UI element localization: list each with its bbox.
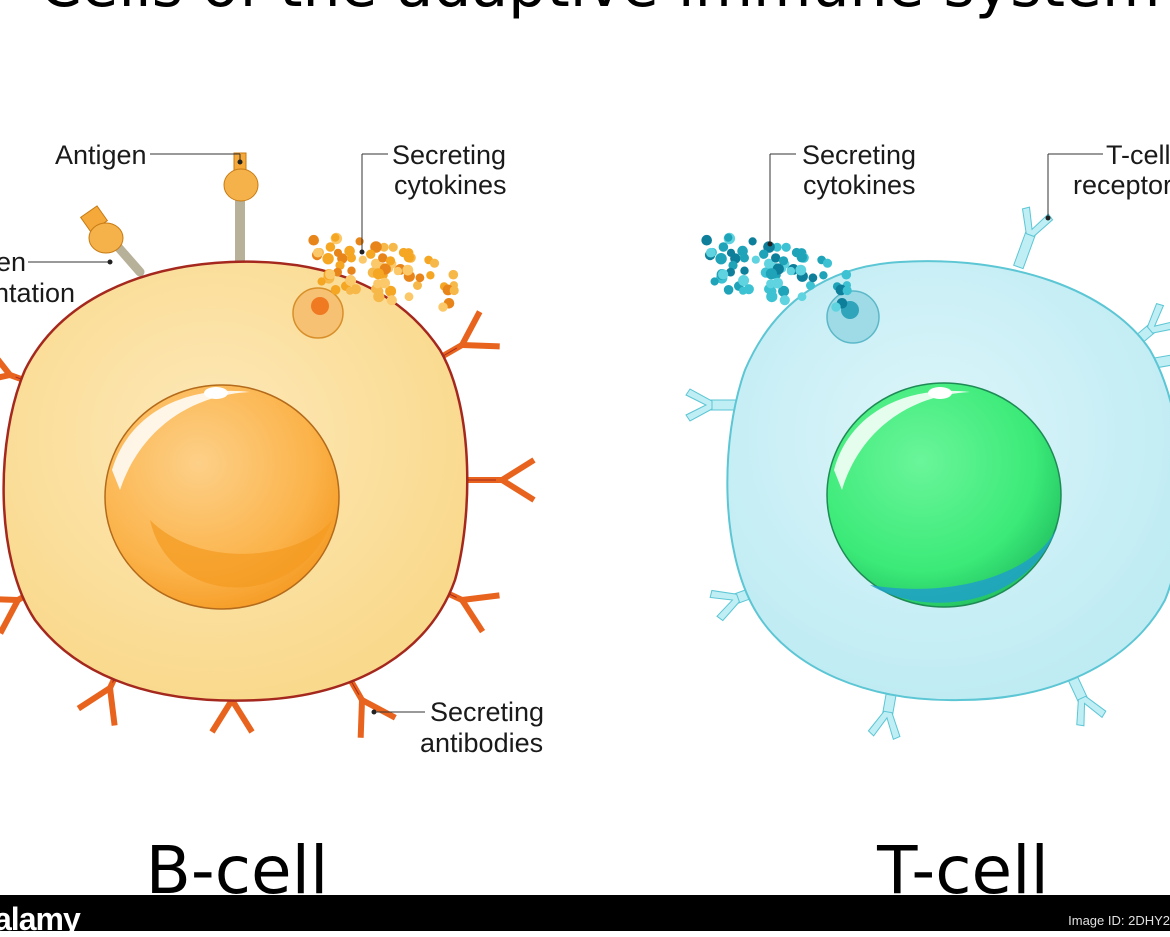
svg-text:cytokines: cytokines [803, 170, 916, 200]
svg-text:Secreting: Secreting [430, 697, 544, 727]
t-cell-receptor [1003, 205, 1054, 272]
svg-text:Secreting: Secreting [392, 140, 506, 170]
brand-logo: alamy [0, 903, 80, 935]
t-cell-label-receptor: T-cell receptor [1046, 140, 1170, 221]
t-cell: Secreting cytokines T-cell receptor T-ce… [686, 140, 1170, 909]
b-cell-label-antibodies: Secreting antibodies [372, 697, 545, 758]
b-cell-label-cytokines: Secreting cytokines [360, 140, 507, 255]
antigen [224, 153, 258, 262]
svg-text:antibodies: antibodies [420, 728, 543, 758]
diagram-title: Cells of the adaptive immune system [40, 0, 1161, 21]
antibody [468, 460, 534, 500]
svg-text:Secreting: Secreting [802, 140, 916, 170]
image-id: Image ID: 2DHY2 [1068, 914, 1170, 928]
footer-bar [0, 895, 1170, 931]
svg-text:T-cell: T-cell [1106, 140, 1170, 170]
svg-text:cytokines: cytokines [394, 170, 507, 200]
svg-text:en: en [0, 247, 26, 277]
svg-text:Antigen: Antigen [55, 140, 147, 170]
svg-text:ntation: ntation [0, 278, 75, 308]
b-cell-label-antigen: Antigen [55, 140, 243, 170]
b-cell: Antigen en ntation Secreting cytokines S… [0, 140, 544, 909]
t-cell-label-cytokines: Secreting cytokines [768, 140, 917, 247]
svg-text:receptor: receptor [1073, 170, 1170, 200]
t-cell-nucleus [827, 383, 1061, 607]
